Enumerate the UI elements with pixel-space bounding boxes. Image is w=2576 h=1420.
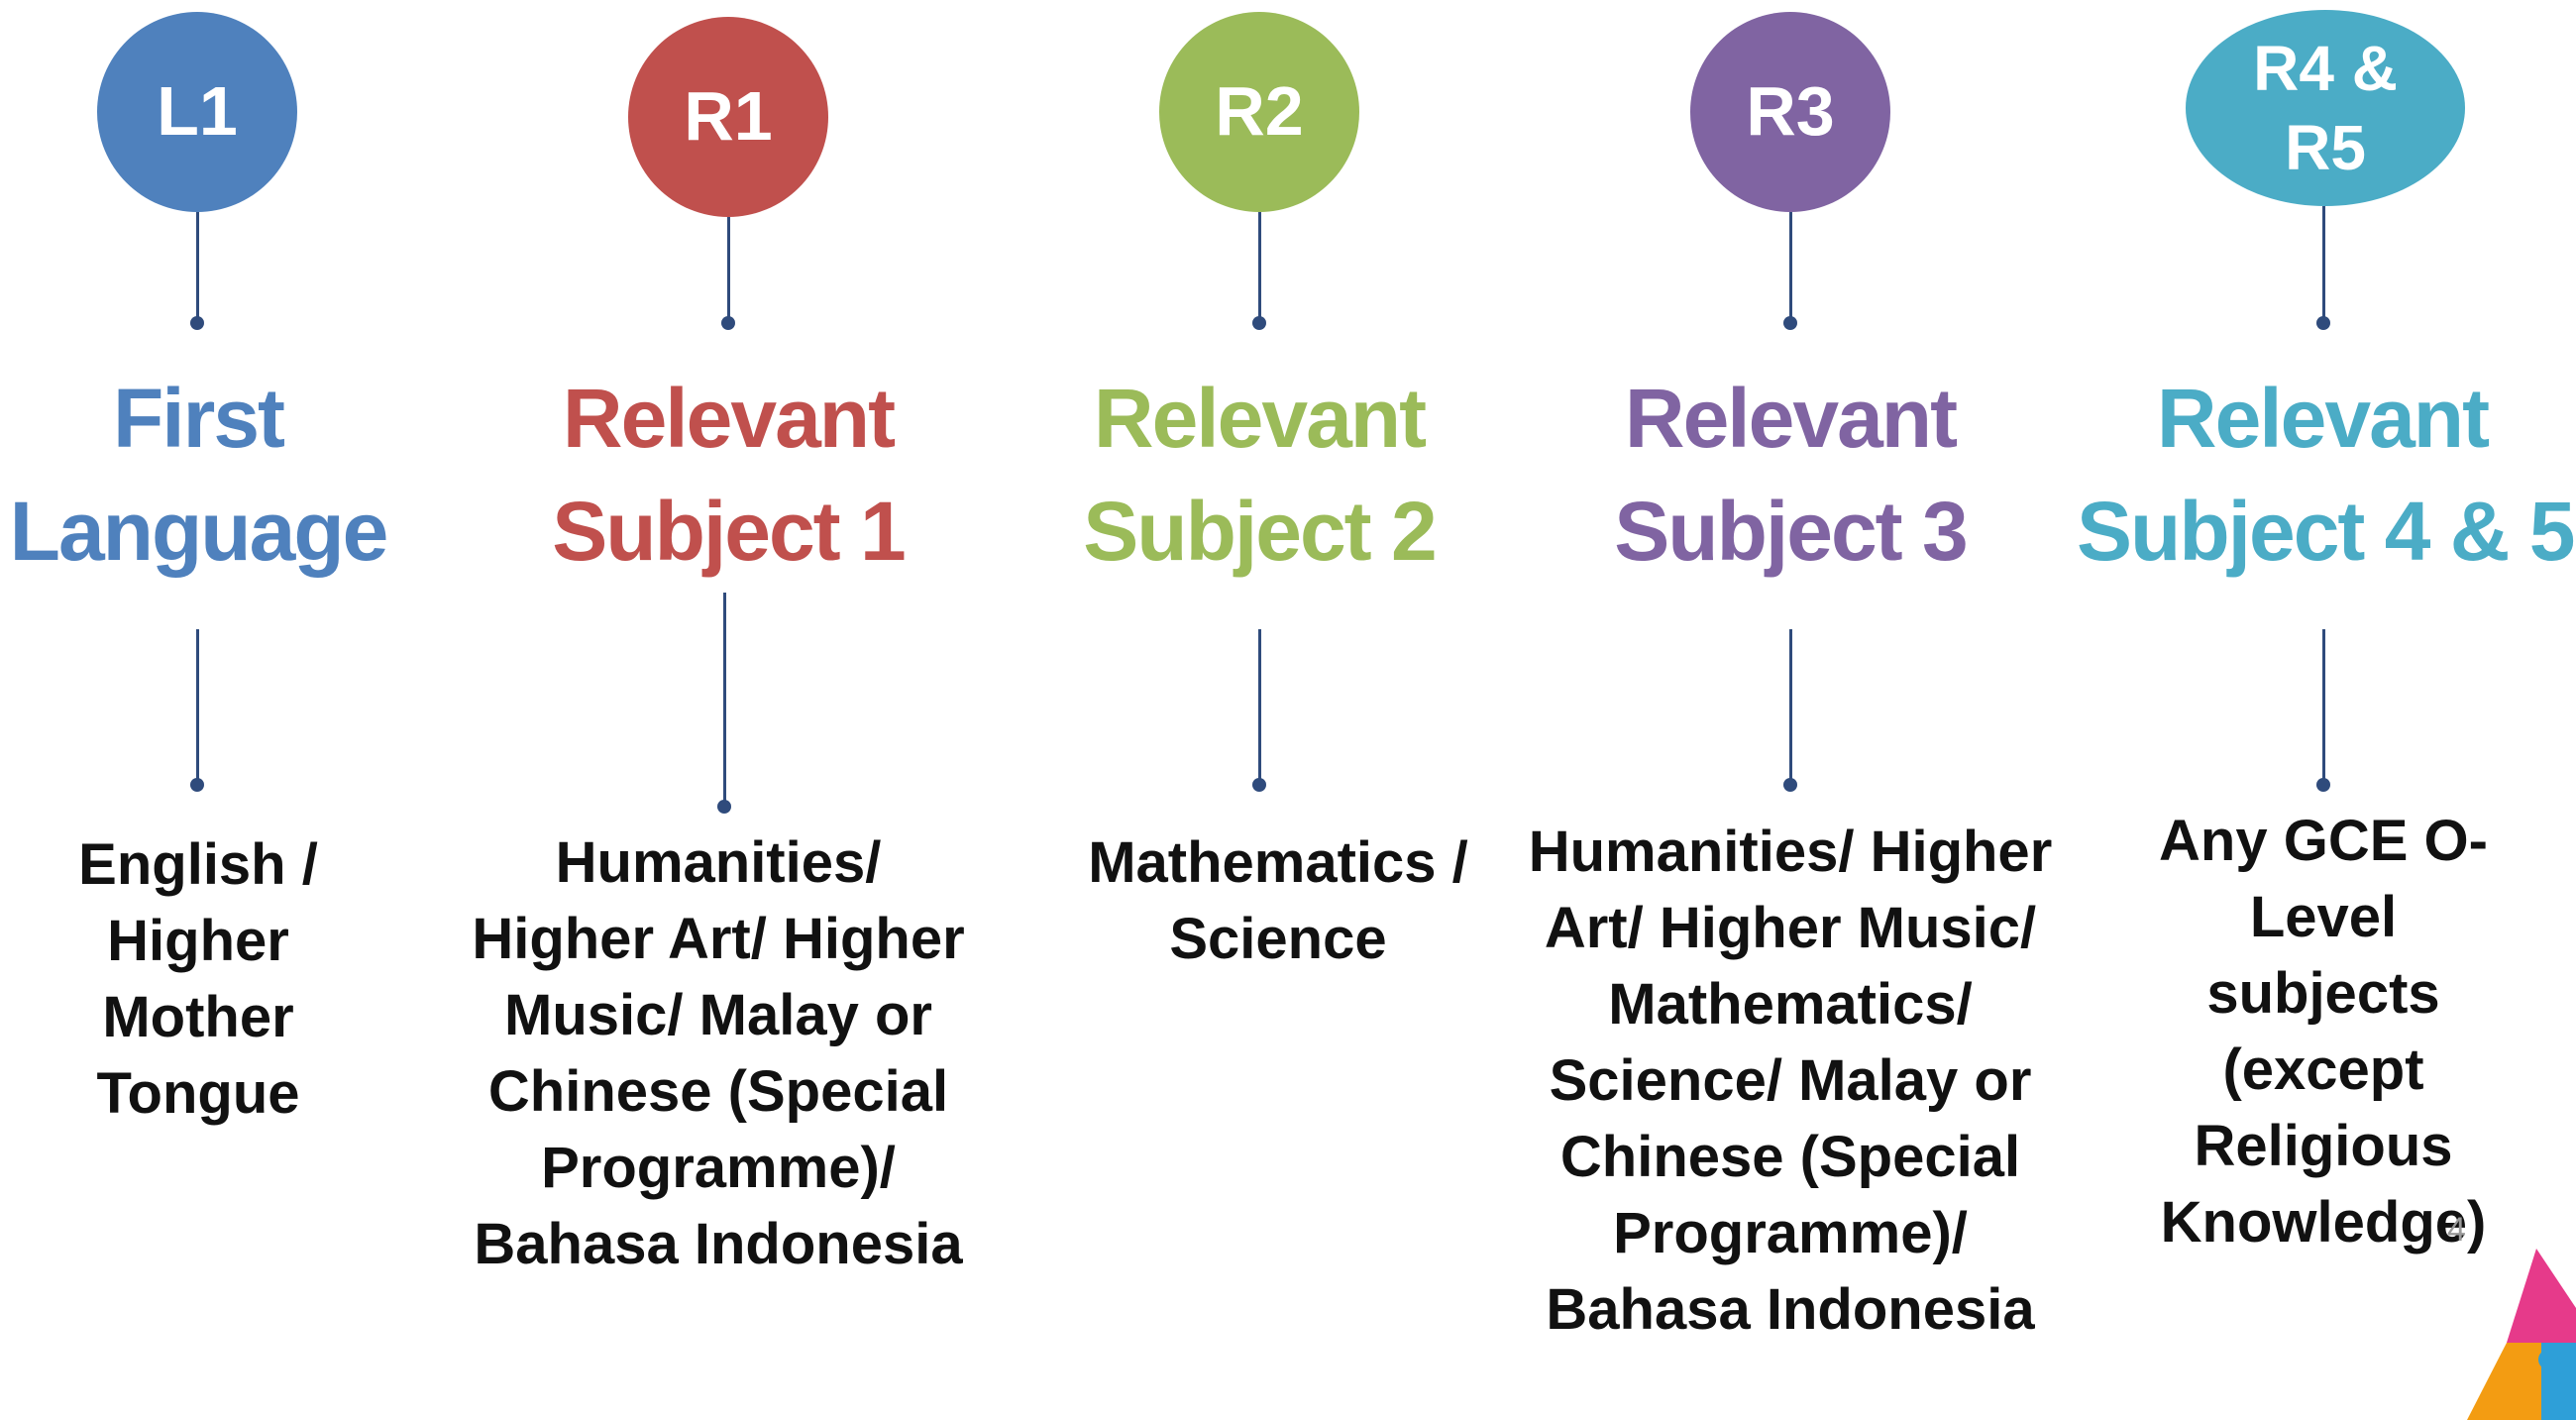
heading-line-2: Subject 1 [552,485,906,578]
connector-top [196,212,199,322]
logo-piece-pink [2507,1249,2576,1343]
puzzle-logo-icon [2467,1249,2576,1420]
connector-bottom [2322,629,2325,782]
badge-r2: R2 [1159,12,1359,212]
connector-dot-bottom [2316,778,2330,792]
subjects-relevant-subject-4-5: Any GCE O-Level subjects (except Religio… [2159,809,2488,1255]
page-number: 4 [2447,1211,2466,1249]
heading-relevant-subject-1: Relevant Subject 1 [530,362,926,588]
connector-top [727,217,730,322]
subjects-first-language: English / Higher Mother Tongue [78,832,318,1126]
heading-relevant-subject-3: Relevant Subject 3 [1592,362,1988,588]
subjects-relevant-subject-2: Mathematics / Science [1088,830,1468,971]
subjects-relevant-subject-1: Humanities/ Higher Art/ Higher Music/ Ma… [472,830,965,1276]
connector-top [1258,212,1261,322]
connector-dot-bottom [1252,778,1266,792]
connector-bottom [196,629,199,782]
heading-line-1: Relevant [1093,372,1427,465]
heading-line-2: Language [9,485,389,578]
heading-relevant-subject-4-5: Relevant Subject 4 & 5 [2077,362,2576,588]
connector-dot-top [721,316,735,330]
heading-line-1: Relevant [1624,372,1958,465]
connector-dot-bottom [190,778,204,792]
heading-line-2: Subject 4 & 5 [2077,485,2576,578]
badge-l1: L1 [97,12,297,212]
heading-relevant-subject-2: Relevant Subject 2 [1061,362,1457,588]
badge-r3: R3 [1690,12,1890,212]
badge-r4-r5: R4 & R5 [2186,10,2465,206]
heading-line-1: Relevant [2156,372,2490,465]
logo-knob [2538,1350,2558,1369]
heading-line-2: Subject 2 [1083,485,1437,578]
subjects-relevant-subject-3: Humanities/ Higher Art/ Higher Music/ Ma… [1528,819,2053,1342]
connector-dot-top [1783,316,1797,330]
connector-bottom [1789,629,1792,782]
heading-first-language: First Language [0,362,396,588]
connector-top [2322,206,2325,322]
connector-bottom [723,593,726,804]
connector-dot-bottom [717,800,731,814]
connector-dot-top [190,316,204,330]
heading-line-1: Relevant [562,372,896,465]
logo-piece-orange [2467,1343,2541,1420]
connector-dot-top [2316,316,2330,330]
connector-bottom [1258,629,1261,782]
connector-top [1789,212,1792,322]
badge-r1: R1 [628,17,828,217]
connector-dot-top [1252,316,1266,330]
connector-dot-bottom [1783,778,1797,792]
heading-line-1: First [112,372,285,465]
heading-line-2: Subject 3 [1614,485,1968,578]
